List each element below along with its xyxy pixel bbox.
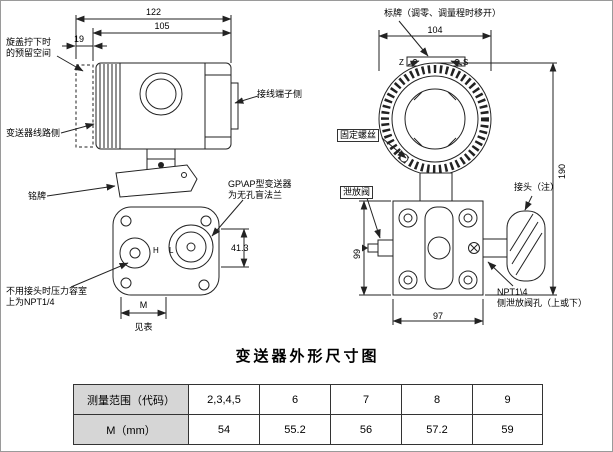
port-high-label: H: [153, 246, 159, 255]
table-row-m-value: M（mm） 54 55.2 56 57.2 59: [73, 414, 543, 445]
callout-terminal-side: 接线端子侧: [257, 89, 303, 99]
callout-circuit-side: 变送器线路侧: [6, 128, 61, 138]
dim-width-top: 104: [427, 25, 443, 35]
measurement-range-table: 测量范围（代码） 2,3,4,5 6 7 8 9 M（mm） 54 55.2 5…: [73, 384, 543, 445]
front-view-outline: [75, 62, 239, 296]
callout-fixing-screw: 固定螺丝: [337, 129, 380, 143]
dim-width-bottom: 97: [432, 311, 443, 321]
callout-drain-valve: 泄放阀: [340, 186, 374, 200]
drawing-title: 变送器外形尺寸图: [235, 348, 380, 365]
port-low-label: L: [169, 246, 174, 255]
table-cell: M（mm）: [73, 414, 189, 445]
table-cell: 57.2: [401, 414, 473, 445]
dim-flange-height: 99: [352, 248, 362, 259]
side-view-outline: [362, 56, 546, 296]
table-cell: 8: [401, 384, 473, 415]
table-cell: 测量范围（代码）: [73, 384, 189, 415]
dim-body-width: 105: [154, 21, 170, 31]
zero-mark: Z: [399, 58, 404, 67]
dim-cover-gap: 19: [73, 34, 84, 44]
table-cell: 59: [472, 414, 543, 445]
dim-total-width: 122: [145, 7, 162, 17]
table-cell: 7: [330, 384, 402, 415]
callout-reserved-space: 旋盖拧下时 的预留空间: [6, 37, 52, 59]
callout-npt-drain-hole: NPT1\4 侧泄放阀孔（上或下）: [497, 287, 588, 309]
dim-m: M: [139, 300, 148, 310]
table-cell: 54: [188, 414, 260, 445]
span-mark: S: [463, 58, 469, 67]
dim-height-total: 190: [557, 163, 567, 179]
callout-tag-plate: 标牌（调零、调量程时移开）: [384, 8, 502, 18]
dim-port-spacing: 41.3: [231, 243, 249, 253]
table-cell: 9: [472, 384, 543, 415]
table-cell: 6: [259, 384, 331, 415]
callout-gp-ap-flange: GP\AP型变送器 为无孔盲法兰: [228, 179, 292, 201]
table-cell: 55.2: [259, 414, 331, 445]
table-cell: 56: [330, 414, 402, 445]
dimension-lines: [62, 15, 557, 325]
table-cell: 2,3,4,5: [188, 384, 260, 415]
see-table-note: 见表: [134, 322, 153, 332]
callout-connector: 接头（注）: [514, 182, 560, 192]
table-row-range: 测量范围（代码） 2,3,4,5 6 7 8 9: [73, 384, 543, 415]
callout-pressure-chamber: 不用接头时压力容室 上为NPT1/4: [6, 286, 88, 308]
callout-nameplate: 铭牌: [28, 191, 47, 201]
leader-lines: [46, 20, 533, 288]
